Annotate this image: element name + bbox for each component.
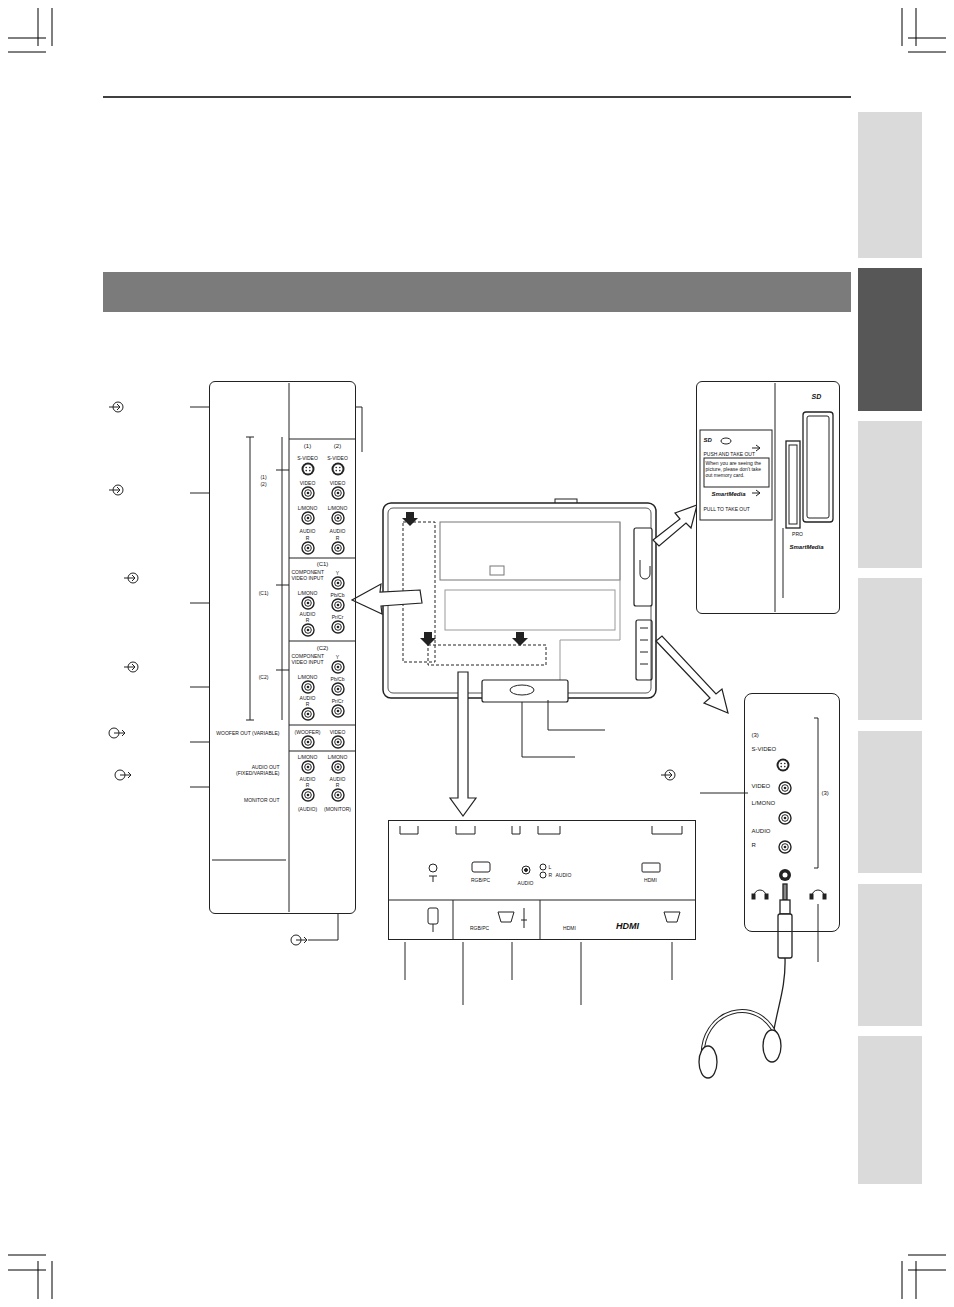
panel-label: (C2) [307, 645, 339, 652]
panel-label: RGB/PC [468, 925, 492, 931]
panel-label: SD [812, 393, 836, 401]
panel-label: R [294, 617, 322, 623]
panel-label: Y [324, 654, 352, 660]
panel-label: (2) [326, 443, 350, 450]
panel-label: R [752, 842, 762, 849]
panel-label: AUDIO [556, 872, 580, 878]
panel-label: VIDEO [294, 480, 322, 486]
panel-label: L/MONO [324, 505, 352, 511]
panel-label: R [294, 701, 322, 707]
panel-label: (1) [254, 474, 274, 480]
panel-label: (1) [296, 443, 320, 450]
panel-label: S-VIDEO [324, 455, 352, 461]
panel-label: (2) [254, 481, 274, 487]
panel-label: SmartMedia [712, 491, 762, 498]
connector-panel: SD PUSH AND TAKE OUT When you are seeing t… [696, 381, 840, 614]
panel-label: R [294, 535, 322, 541]
panel-label: AUDIO OUT (FIXED/VARIABLE) [212, 764, 280, 776]
panel-label: AUDIO [294, 611, 322, 617]
panel-label: L/MONO [294, 505, 322, 511]
panel-label: MONITOR OUT [212, 797, 280, 803]
panel-label: PRO [790, 531, 806, 537]
panel-label: AUDIO [752, 828, 776, 835]
panel-label: Y [324, 570, 352, 576]
panel-label: (AUDIO) [293, 806, 323, 812]
header-bar [103, 272, 851, 312]
panel-label: Pr/Cr [324, 614, 352, 620]
panel-label: Pb/Cb [324, 592, 352, 598]
panel-label: COMPONENT VIDEO INPUT [292, 653, 324, 665]
headphones [699, 884, 792, 1078]
panel-label: AUDIO [294, 695, 322, 701]
panel-label: L/MONO [294, 674, 322, 680]
connector-panel: (1)(2)S-VIDEOS-VIDEO(1)(2)VIDEOVIDEOL/MO… [209, 381, 356, 914]
panel-label: COMPONENT VIDEO INPUT [292, 569, 324, 581]
panel-label: L/MONO [752, 800, 778, 807]
panel-label: HDMI [639, 877, 663, 883]
panel-label: SD [704, 437, 724, 444]
panel-label: HDMI [608, 921, 648, 932]
panel-label: PUSH AND TAKE OUT [704, 451, 768, 457]
panel-label: AUDIO [515, 880, 537, 886]
connector-panel: (3) S-VIDEO VIDEO L/MONO AUDIO R (3) [744, 693, 840, 932]
panel-label: RGB/PC [470, 877, 492, 883]
panel-label: When you are seeing the picture, please … [706, 460, 766, 478]
crop-marks [8, 8, 946, 1299]
panel-label: AUDIO [294, 528, 322, 534]
panel-label: VIDEO [324, 729, 352, 735]
bottom-panel-drawing [388, 820, 696, 1005]
panel-label: L/MONO [294, 590, 322, 596]
panel-label: S-VIDEO [294, 455, 322, 461]
panel-label: (C1) [307, 561, 339, 568]
panel-label: (MONITOR) [323, 806, 353, 812]
panel-label: L/MONO [294, 754, 322, 760]
panel-label: L/MONO [324, 754, 352, 760]
panel-label: (WOOFER) [293, 729, 323, 735]
panel-label: Pb/Cb [324, 676, 352, 682]
zoom-arrows [352, 505, 728, 816]
panel-label: (3) [822, 790, 838, 797]
panel-label: AUDIO [324, 528, 352, 534]
panel-label: VIDEO [752, 783, 776, 790]
left-panel-drawing [209, 381, 356, 914]
panel-label: R [294, 782, 322, 788]
panel-label: L [549, 864, 557, 870]
panel-label: AUDIO [324, 776, 352, 782]
panel-label: Pr/Cr [324, 698, 352, 704]
panel-label: (3) [752, 732, 776, 739]
card-panel-drawing [696, 381, 840, 614]
panel-label: VIDEO [324, 480, 352, 486]
panel-label: HDMI [558, 925, 582, 931]
panel-label: SmartMedia [790, 544, 836, 551]
panel-label: R [324, 535, 352, 541]
panel-label: R [324, 782, 352, 788]
panel-label: PULL TO TAKE OUT [704, 506, 768, 512]
panel-label: (C2) [254, 674, 274, 680]
panel-label: R [549, 872, 557, 878]
panel-label: WOOFER OUT (VARIABLE) [212, 730, 280, 736]
panel-label: S-VIDEO [752, 746, 782, 753]
connector-panel: RGB/PCAUDIOLRAUDIOHDMIRGB/PCHDMIHDMI [388, 820, 696, 940]
panel-label: (C1) [254, 590, 274, 596]
panel-label: AUDIO [294, 776, 322, 782]
tv-rear-view [383, 499, 656, 757]
chapter-tabs [858, 112, 922, 1184]
